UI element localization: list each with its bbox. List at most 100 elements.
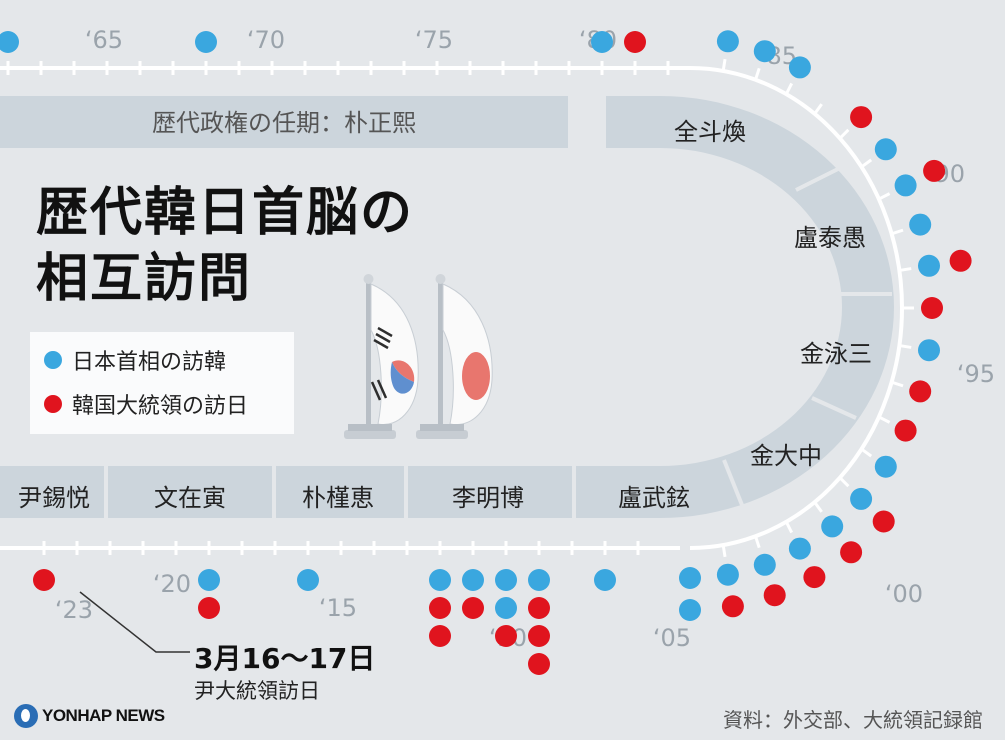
korean-flag-icon [344,274,419,439]
year-tick [721,58,727,72]
korea-president-visit-dot [763,584,786,607]
year-label-20: ‘20 [153,570,191,598]
japan-pm-visit-dot [918,339,940,362]
band-sep [811,396,857,420]
japan-pm-visit-dot [0,31,19,53]
japan-pm-visit-dot [753,553,776,576]
japan-pm-visit-dot [788,537,811,560]
band-sep [272,466,276,518]
japan-pm-visit-dot [198,569,220,591]
korea-president-visit-dot [429,597,451,619]
president-chun: 全斗煥 [674,118,746,146]
korea-president-visit-dot [33,569,55,591]
japan-pm-visit-dot [894,174,917,197]
japan-pm-visit-dot [297,569,319,591]
korea-president-visit-dot [495,625,517,647]
korea-president-visit-dot [429,625,451,647]
president-roh-tw: 盧泰愚 [794,224,866,252]
japan-pm-visit-dot [429,569,451,591]
japan-pm-visit-dot [528,569,550,591]
korea-president-visit-dot [198,597,220,619]
president-kim-dj: 金大中 [750,442,822,470]
president-park-gh: 朴槿恵 [302,484,374,512]
timeline-ticks [6,58,914,558]
legend-item-korea: 韓国大統領の訪日 [44,388,248,420]
presidency-track [0,96,894,518]
president-kim-ys: 金泳三 [800,340,872,368]
japan-pm-visit-dot [909,213,932,236]
year-tick [860,447,873,458]
year-tick [813,501,823,513]
year-tick [838,128,850,140]
band-sep [104,466,108,518]
japan-pm-visit-dot [716,563,739,586]
year-tick [860,158,873,169]
korea-president-visit-dot [840,541,863,564]
japan-pm-visit-dot [591,31,613,53]
korea-president-visit-dot [921,297,943,319]
yonhap-logo: YONHAP NEWS [14,704,165,728]
president-roh-mh: 盧武鉉 [618,484,690,512]
year-tick [891,380,904,388]
japan-pm-visit-dot [679,567,701,589]
korea-president-visit-dot [949,249,972,272]
visit-dots [0,30,972,675]
source-credit: 資料：外交部、大統領記録館 [723,708,983,732]
legend-item-japan: 日本首相の訪韓 [44,344,226,376]
year-tick [721,544,727,558]
japan-pm-visit-dot [679,599,701,621]
year-tick [813,103,823,115]
band-sep [722,459,746,511]
japan-pm-visit-dot [821,515,844,538]
japan-pm-visit-dot [594,569,616,591]
main-title-line-1: 歴代韓日首脳の [36,183,415,243]
year-tick [838,476,850,488]
year-tick [899,344,912,349]
callout-line [79,591,190,653]
year-tick [754,67,761,81]
legend-label-korea: 韓国大統領の訪日 [72,394,249,419]
korea-president-visit-dot [528,597,550,619]
blue-dot-icon [44,351,62,369]
band-park-cj [0,96,568,148]
korea-president-visit-dot [624,31,646,53]
japan-pm-visit-dot [874,455,897,478]
korea-president-visit-dot [894,419,917,442]
yonhap-logo-text: YONHAP NEWS [42,706,165,725]
band-sep [404,466,408,518]
japan-pm-visit-dot [462,569,484,591]
korea-president-visit-dot [528,653,550,675]
japanese-flag-icon [416,274,493,439]
president-yoon: 尹錫悦 [18,484,90,512]
year-label-95: ‘95 [957,360,995,388]
korea-president-visit-dot [462,597,484,619]
red-dot-icon [44,395,62,413]
year-tick [878,192,891,201]
japan-pm-visit-dot [918,254,940,277]
band-arc [0,96,894,518]
korea-president-visit-dot [850,106,873,129]
korea-president-visit-dot [803,566,826,589]
year-tick [784,82,794,95]
japan-pm-visit-dot [716,30,739,53]
year-tick [878,415,891,424]
era-heading: 歴代政権の任期：朴正熙 [152,109,416,137]
year-label-15: ‘15 [319,594,357,622]
korea-president-visit-dot [923,159,946,182]
year-tick [899,267,912,272]
year-label-00: ‘00 [885,580,923,608]
year-label-23: ‘23 [55,596,93,624]
year-tick [754,535,761,549]
president-moon: 文在寅 [154,484,226,512]
korea-president-visit-dot [909,380,932,403]
band-sep [572,466,576,518]
year-tick [784,521,794,534]
japan-pm-visit-dot [850,487,873,510]
note-date: 3月16～17日 [194,642,376,675]
korea-president-visit-dot [872,510,895,533]
yonhap-logo-icon [14,704,38,728]
year-label-70: ‘70 [247,26,285,54]
korea-president-visit-dot [721,595,744,618]
year-tick [891,228,904,236]
